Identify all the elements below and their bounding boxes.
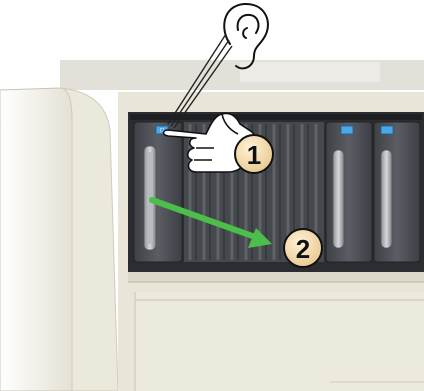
callout-2-number: 2 [296,234,310,264]
status-led-icon [381,126,393,134]
drive-sled-right-1[interactable] [326,122,372,262]
drive-sled-left[interactable]: II [134,122,182,262]
status-led-icon [341,126,353,134]
callout-2: 2 [284,229,322,267]
callout-1: 1 [235,135,273,173]
callout-1-number: 1 [247,140,261,170]
drive-sled-right-2[interactable] [374,122,420,262]
ear-icon [224,4,268,68]
